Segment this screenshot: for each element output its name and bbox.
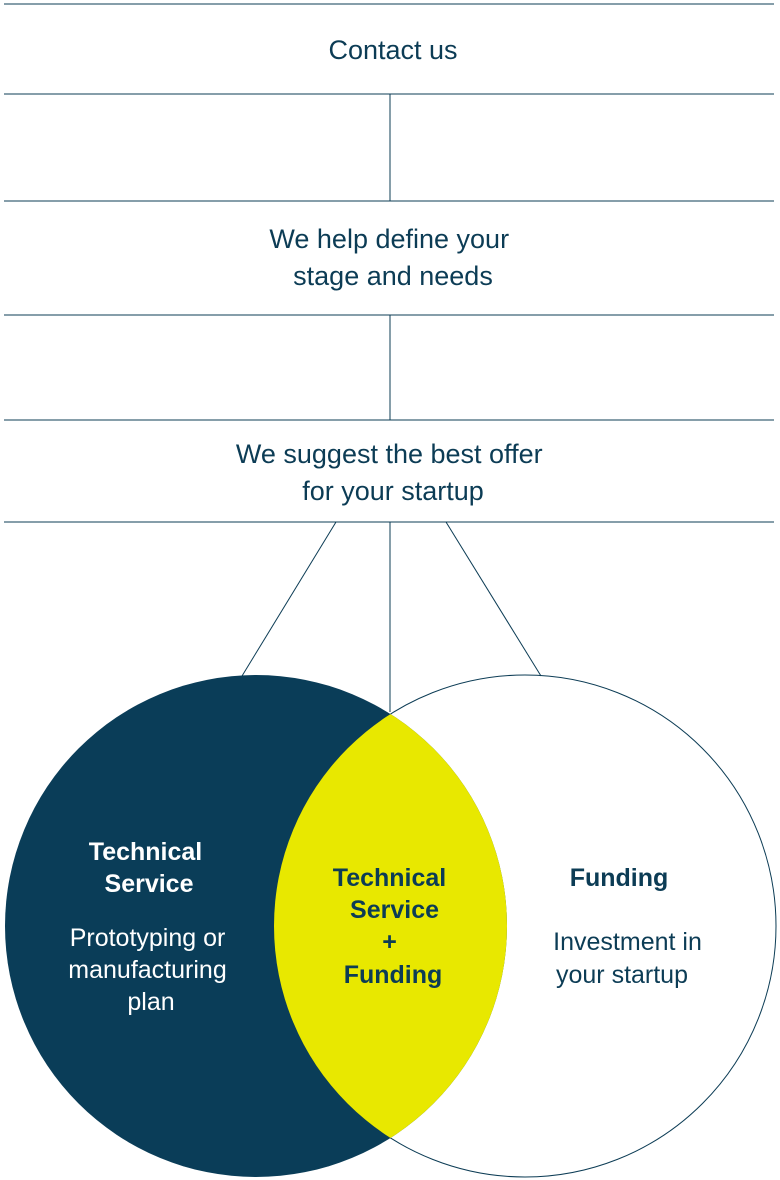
step-line: for your startup: [302, 476, 484, 506]
step-line: We suggest the best offer: [236, 439, 543, 469]
divider-lines: [4, 3, 774, 523]
connector-line-left: [241, 521, 337, 677]
body-line: Investment in: [553, 928, 702, 956]
title-line: Funding: [570, 864, 669, 892]
step-line: stage and needs: [293, 261, 493, 291]
step-contact-us: Contact us: [328, 35, 457, 65]
title-line: Service: [350, 896, 439, 924]
funding-title: Funding: [570, 864, 669, 892]
title-line: Funding: [344, 961, 443, 989]
step-line: Contact us: [328, 35, 457, 65]
step-line: We help define your: [269, 224, 509, 254]
body-line: manufacturing: [68, 956, 226, 984]
body-line: Prototyping or: [70, 924, 226, 952]
technical-service-title: Technical Service: [89, 838, 209, 898]
step-define-needs: We help define your stage and needs: [269, 224, 516, 291]
intersection-area: [274, 675, 507, 1177]
technical-service-description: Prototyping or manufacturing plan: [68, 924, 233, 1016]
body-line: plan: [127, 988, 174, 1016]
intersection-title: Technical Service + Funding: [333, 864, 453, 989]
title-line: +: [382, 928, 397, 956]
body-line: your startup: [556, 961, 688, 989]
title-line: Technical: [333, 864, 446, 892]
title-line: Technical: [89, 838, 202, 866]
funding-description: Investment in your startup: [553, 928, 709, 989]
connector-lines: [241, 94, 542, 712]
step-suggest-offer: We suggest the best offer for your start…: [236, 439, 550, 506]
connector-line-right: [445, 521, 542, 677]
title-line: Service: [105, 870, 194, 898]
